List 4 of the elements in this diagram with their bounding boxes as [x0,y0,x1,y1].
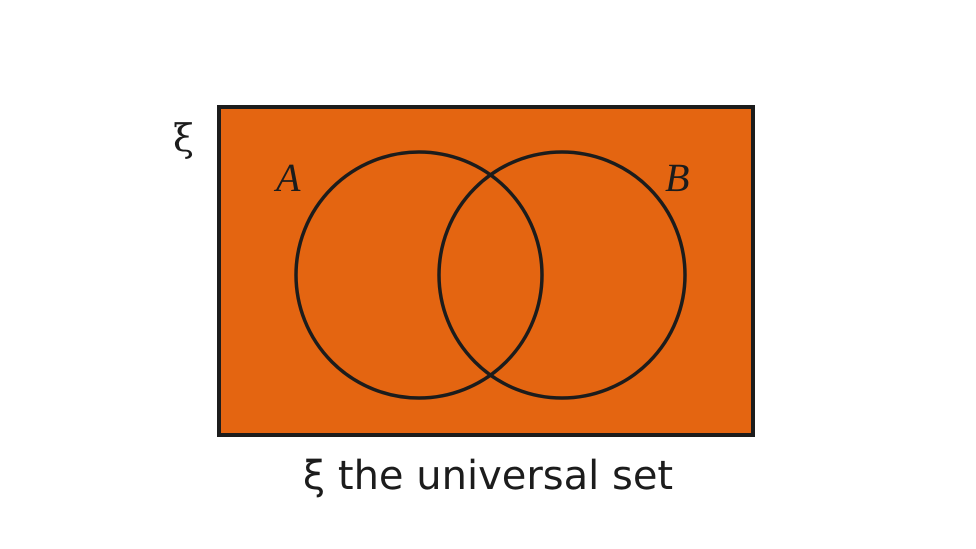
caption: ξ the universal set [302,453,674,499]
set-label: B [665,158,690,198]
universal-set-symbol: ξ [173,119,194,157]
set-label: A [276,158,300,198]
